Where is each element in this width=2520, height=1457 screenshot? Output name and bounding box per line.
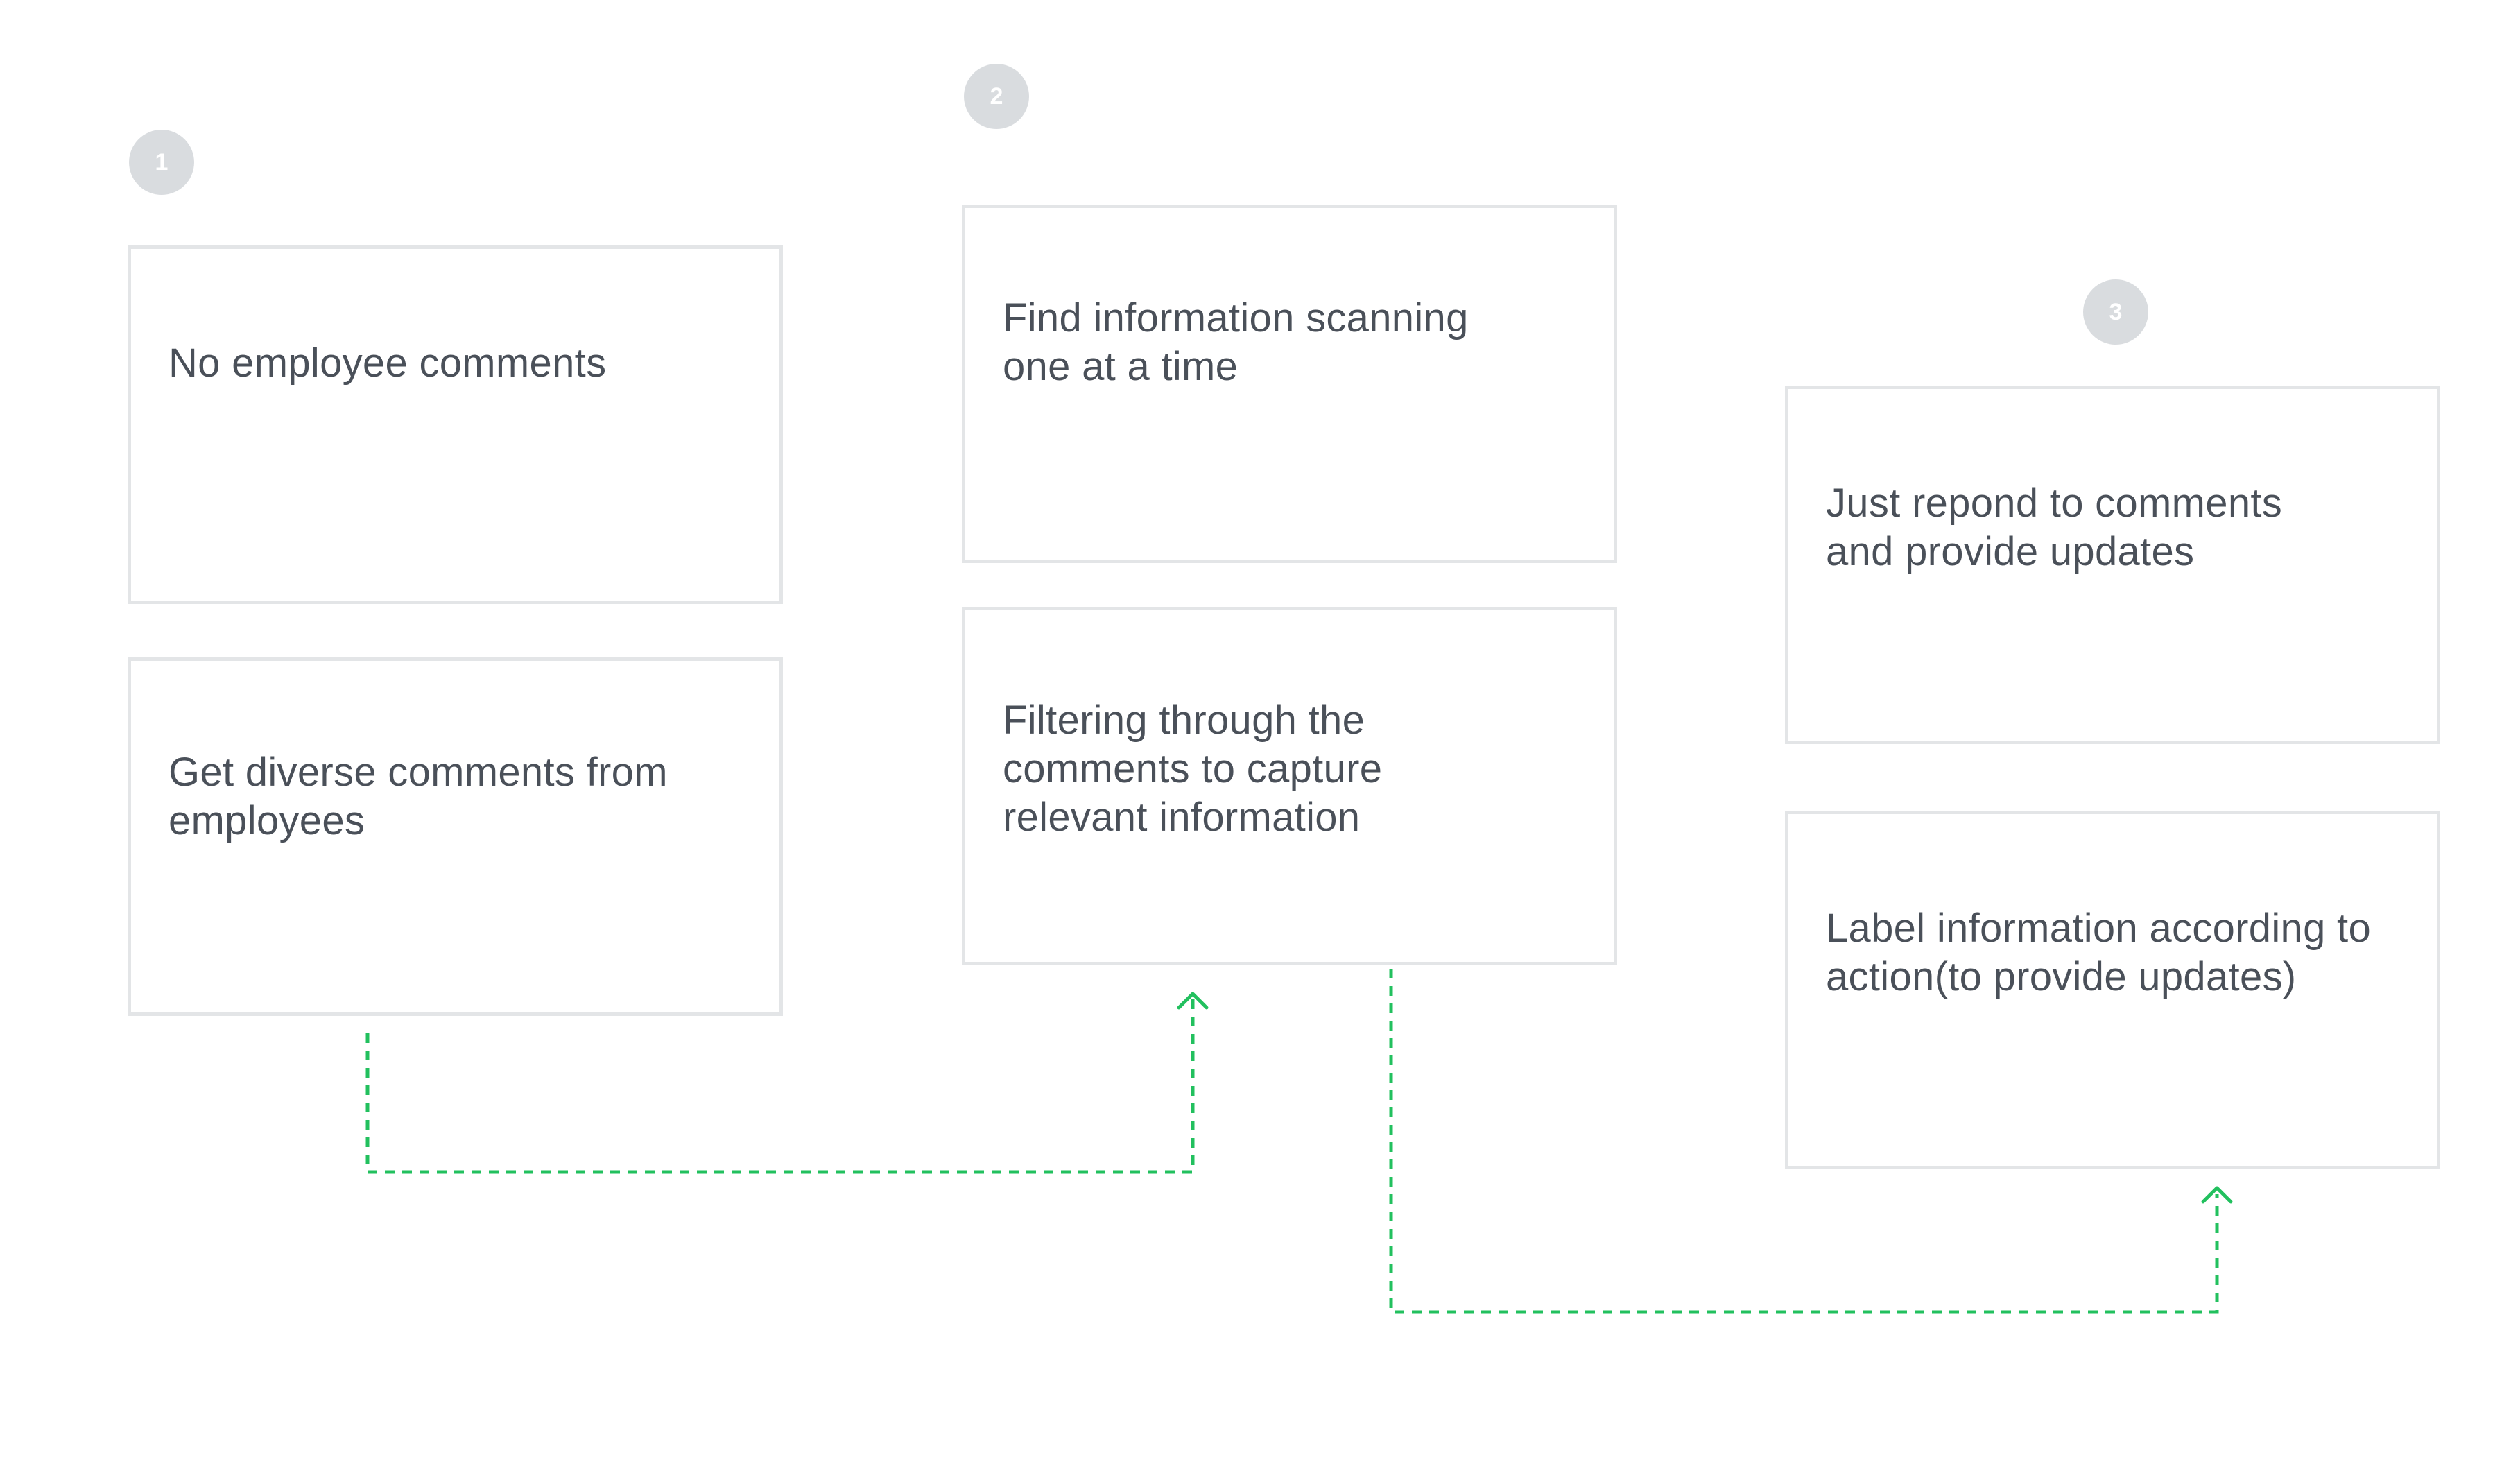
step-2-current-text: Find information scanning one at a time [1003,295,1469,389]
step-2-improved-card: Filtering through the comments to captur… [962,607,1617,965]
step-2-current-card: Find information scanning one at a time [962,205,1617,563]
arrow-up-icon [2201,1186,2233,1204]
step-2-improved-text: Filtering through the comments to captur… [1003,698,1383,840]
step-3-improved-text: Label information according to action(to… [1826,906,2372,999]
connector-step1-to-step2 [365,992,1209,1174]
step-1-current-text: No employee comments [169,340,607,386]
step-3-current-card: Just repond to comments and provide upda… [1785,386,2440,744]
connector-2-line [1389,969,2219,1314]
step-1-current-card: No employee comments [128,245,783,604]
step-2-number-badge: 2 [964,64,1029,129]
connector-1-line [365,999,1195,1174]
step-3-current-text: Just repond to comments and provide upda… [1826,481,2283,574]
step-3-number-badge: 3 [2083,279,2148,345]
step-1-improved-card: Get diverse comments from employees [128,657,783,1016]
step-1-number-badge: 1 [129,130,194,195]
step-1-improved-text: Get diverse comments from employees [169,750,668,843]
connector-step2-to-step3 [1389,969,2233,1314]
arrow-up-icon [1177,992,1209,1010]
step-3-improved-card: Label information according to action(to… [1785,811,2440,1169]
